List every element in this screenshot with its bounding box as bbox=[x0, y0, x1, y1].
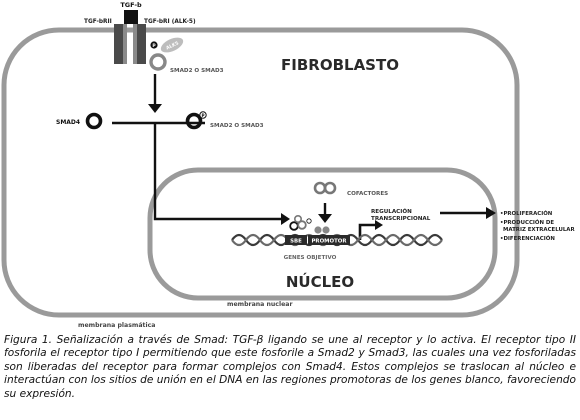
smad23-phosphate-label: P bbox=[201, 113, 204, 118]
alk5-domain: ALK5 bbox=[160, 37, 184, 53]
nucleus-label: NÚCLEO bbox=[286, 272, 354, 291]
sbe-box bbox=[285, 235, 307, 245]
receptor-phosphate-icon bbox=[150, 41, 158, 49]
fibroblast-label: FIBROBLASTO bbox=[281, 56, 399, 74]
activation-arrowhead bbox=[148, 104, 162, 113]
translocation-path bbox=[153, 123, 283, 221]
nuclear-membrane-label: membrana nuclear bbox=[227, 301, 293, 308]
caption-lead: Figura 1. Señalización a través de Smad: bbox=[4, 334, 229, 346]
outcome-matrix-line1: •PRODUCCIÓN DE bbox=[500, 219, 554, 226]
smad-signaling-diagram: TGF-b TGF-bRII TGF-bRI (ALK-5) P ALK5 SM… bbox=[1, 1, 575, 329]
smad23-free-icon bbox=[185, 112, 203, 130]
promoter-label: PROMOTOR bbox=[311, 239, 347, 245]
plasma-membrane-label: membrana plasmática bbox=[78, 321, 155, 329]
smad23-phosphate-icon bbox=[199, 111, 207, 119]
receptor-type-i bbox=[133, 24, 146, 64]
promoter-box bbox=[308, 235, 350, 245]
sbe-label: SBE bbox=[290, 239, 302, 245]
transcriptional-label-line2: TRANSCRIPCIONAL bbox=[371, 216, 431, 222]
target-genes-label: GENES OBJETIVO bbox=[284, 255, 337, 261]
translocation-arrowhead bbox=[281, 213, 290, 225]
nucleus-outline bbox=[147, 167, 498, 301]
tgf-beta-label: TGF-b bbox=[120, 1, 142, 9]
cofactors-icon bbox=[313, 181, 337, 195]
smad23-receptor-label: SMAD2 O SMAD3 bbox=[170, 68, 224, 74]
outcome-arrowhead bbox=[486, 207, 496, 219]
outcome-differentiation: •DIFERENCIACIÓN bbox=[500, 235, 555, 242]
smad23-receptor-icon bbox=[149, 53, 167, 71]
transcription-start-arrow bbox=[358, 223, 377, 240]
smad4-label: SMAD4 bbox=[56, 119, 80, 126]
smad-complex-icon bbox=[289, 215, 312, 231]
svg-text:ALK5: ALK5 bbox=[165, 40, 180, 51]
cofactors-label: COFACTORES bbox=[347, 191, 388, 197]
receptor-i-label: TGF-bRI (ALK-5) bbox=[144, 19, 196, 25]
plasma-membrane bbox=[1, 27, 520, 318]
outcome-proliferation: •PROLIFERACIÓN bbox=[500, 210, 553, 217]
cofactor-bound-icon bbox=[314, 226, 330, 234]
cofactor-arrowhead bbox=[318, 214, 332, 223]
caption-text: TGF-β ligando se une al receptor y lo ac… bbox=[4, 334, 576, 400]
receptor-ii-label: TGF-bRII bbox=[84, 19, 112, 25]
transcription-start-arrowhead bbox=[375, 220, 383, 230]
transcriptional-label-line1: REGULACIÓN bbox=[371, 208, 412, 215]
smad23-free-label: SMAD2 O SMAD3 bbox=[210, 123, 264, 129]
tgf-beta-ligand bbox=[124, 10, 138, 24]
receptor-type-ii bbox=[114, 24, 127, 64]
figure-caption: Figura 1. Señalización a través de Smad:… bbox=[4, 334, 576, 401]
smad4-icon bbox=[85, 112, 103, 130]
outcome-matrix-line2: MATRIZ EXTRACELULAR bbox=[503, 227, 575, 233]
receptor-phosphate-label: P bbox=[152, 43, 156, 49]
